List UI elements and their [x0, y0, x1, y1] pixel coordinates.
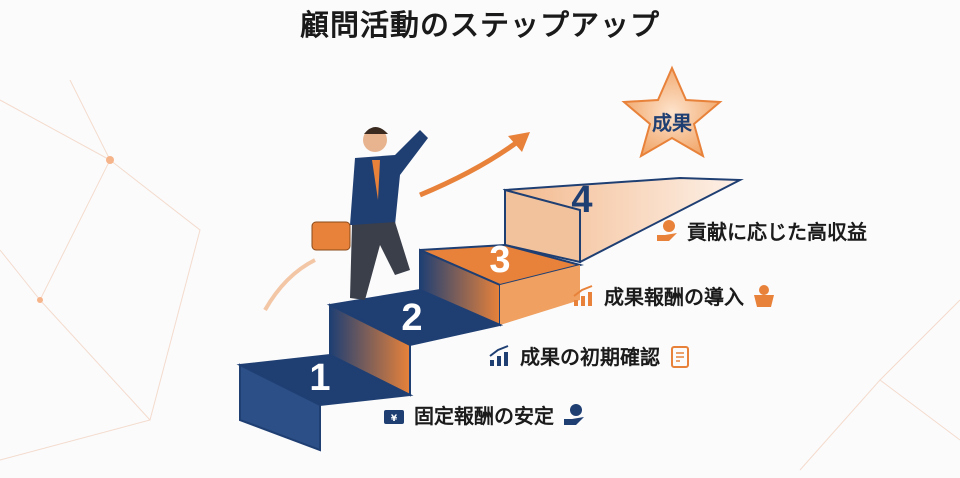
step-number-2: 2 — [401, 297, 422, 339]
wallet-icon: ¥ — [384, 409, 404, 424]
briefcase-icon — [311, 221, 351, 251]
step-2-label: 成果の初期確認 — [520, 345, 660, 369]
growth-arrow — [419, 137, 522, 198]
step-4-label-row: 貢献に応じた高収益 — [655, 216, 867, 245]
bar-chart-icon — [489, 344, 509, 366]
businessman-figure — [311, 127, 428, 300]
money-basket-icon — [754, 284, 774, 307]
step-4-label: 貢献に応じた高収益 — [687, 220, 867, 244]
step-number-3: 3 — [489, 239, 510, 281]
step-1-label: 固定報酬の安定 — [414, 404, 554, 428]
goal-label: 成果 — [652, 111, 692, 135]
hand-coin-icon — [657, 219, 677, 241]
step-2-label-row: 成果の初期確認 — [488, 341, 692, 370]
step-number-4: 4 — [571, 179, 592, 221]
clipboard-icon — [671, 345, 689, 368]
bar-chart-icon — [573, 284, 593, 306]
hand-coin-icon — [564, 403, 584, 425]
step-3-label: 成果報酬の導入 — [604, 285, 744, 309]
svg-text:¥: ¥ — [391, 414, 398, 424]
step-number-1: 1 — [309, 357, 330, 399]
step-1-label-row: ¥ 固定報酬の安定 — [382, 400, 586, 429]
step-3-label-row: 成果報酬の導入 — [572, 281, 776, 310]
page-title: 顧問活動のステップアップ — [299, 8, 660, 42]
star-icon — [621, 65, 723, 159]
